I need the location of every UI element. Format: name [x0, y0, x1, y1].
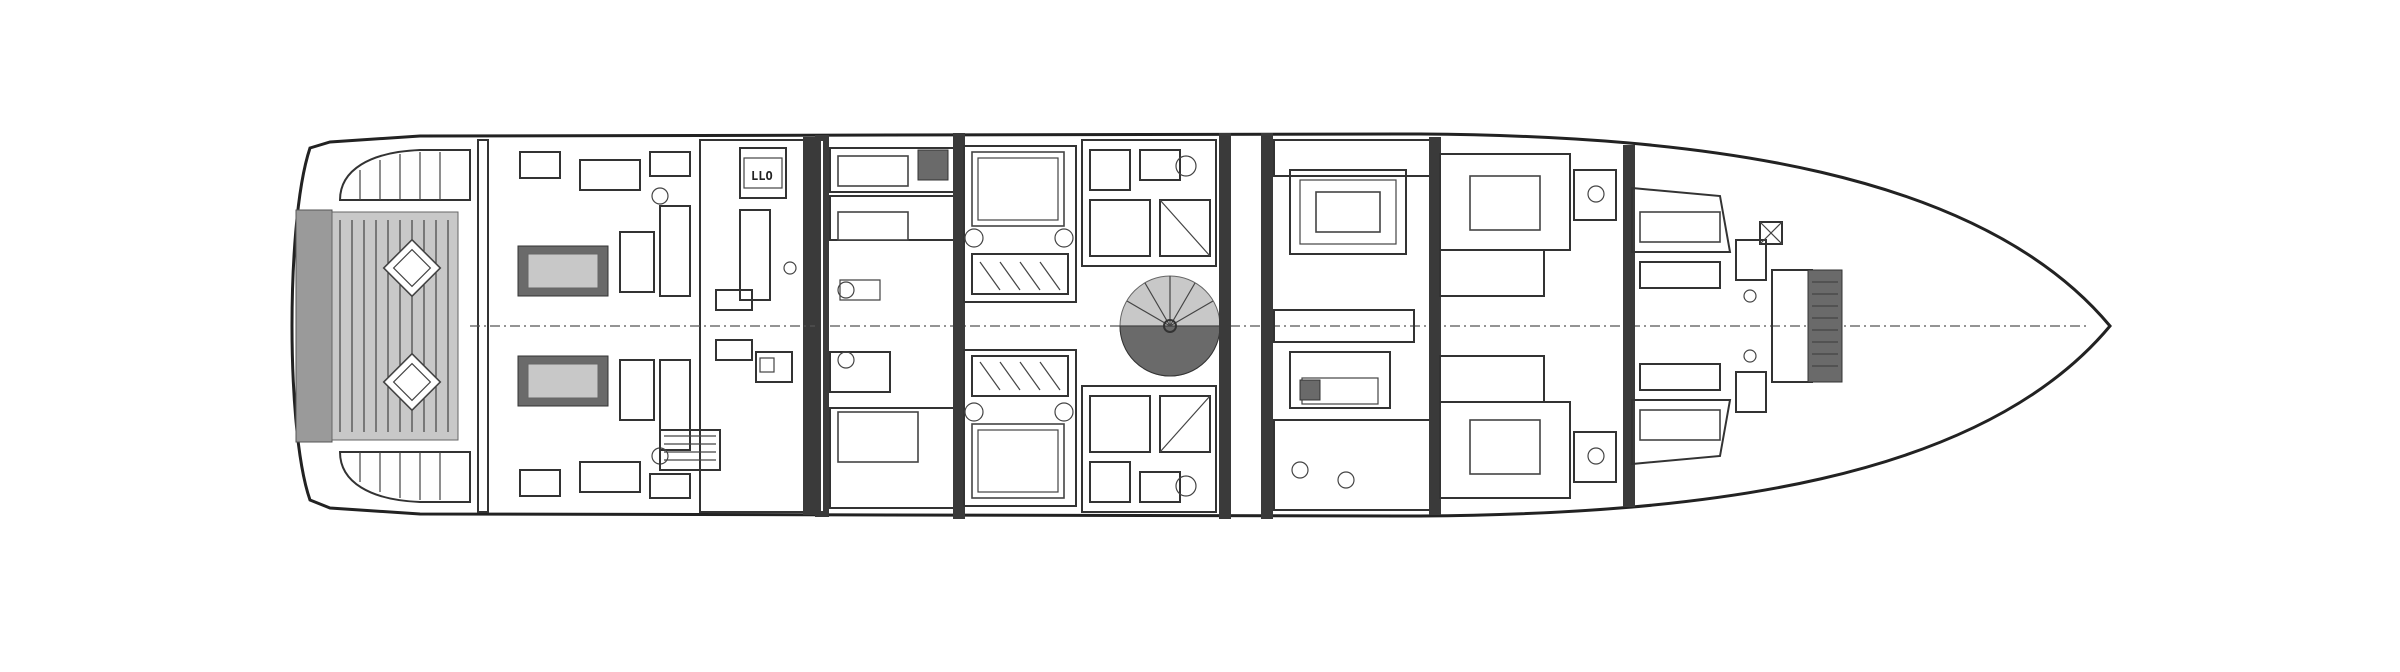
stair-bulkhead [1219, 133, 1231, 519]
cabin-bulkhead-aft [815, 135, 829, 517]
ensuite-bathrooms [1081, 139, 1217, 513]
stern-stair-treads [359, 152, 441, 500]
crew-cabins [1631, 186, 1767, 466]
stern-lounger-top [382, 238, 442, 298]
vip-bulkhead-aft [953, 133, 965, 519]
vip-cabin-top [963, 145, 1077, 303]
aft-guest-cabins [829, 147, 961, 509]
saloon-bulkhead-aft [1261, 133, 1273, 519]
fwd-cabin-bulkhead [1429, 137, 1441, 515]
engine-room-equipment [659, 147, 797, 471]
vip-cabin-bottom [963, 349, 1077, 507]
sign-label: LLO [751, 169, 773, 183]
swim-platform [295, 209, 333, 443]
crew-bulkhead [1623, 145, 1635, 507]
stern-stair-bottom [338, 451, 471, 503]
forepeak [1759, 221, 1843, 383]
garage-equipment [517, 151, 691, 499]
stern-steps [331, 211, 459, 441]
stern-lounger-bottom [382, 352, 442, 412]
stern-stair-top [338, 149, 471, 201]
spiral-staircase [1119, 275, 1221, 377]
fwd-guest-cabins [1439, 153, 1617, 499]
